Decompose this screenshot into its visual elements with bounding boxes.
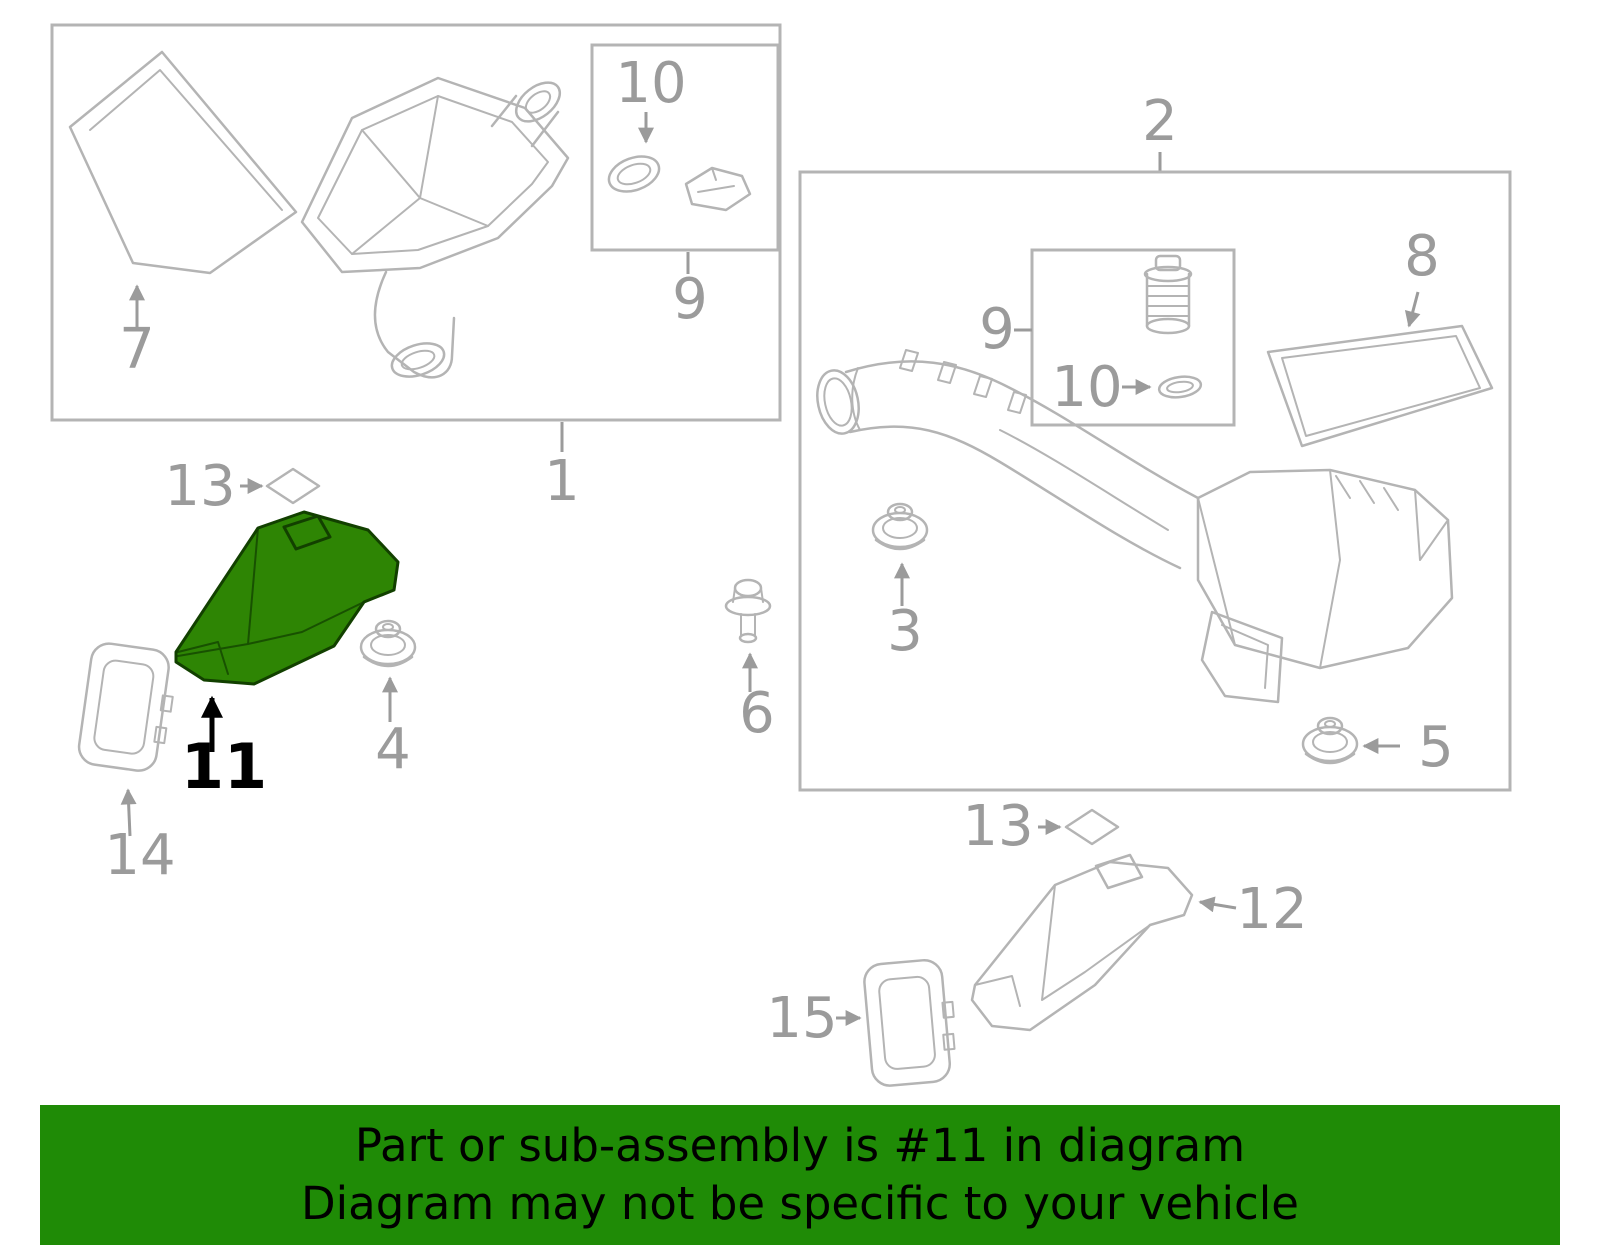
gasket-oval-drawing-b xyxy=(1157,375,1203,399)
callout-13-a: 13 xyxy=(164,454,235,519)
callout-7: 7 xyxy=(119,317,155,382)
air-cleaner-housing-drawing xyxy=(300,76,570,379)
callout-14: 14 xyxy=(104,823,175,888)
assembly-2-box xyxy=(798,170,1512,792)
panel-filter-drawing xyxy=(1266,324,1494,448)
resonator-box-drawing xyxy=(1196,468,1454,704)
subassembly-9-box-b: 10 xyxy=(1030,248,1236,427)
subassembly-9-frame-b xyxy=(1030,248,1236,427)
callout-3: 3 xyxy=(887,599,923,664)
callout-8: 8 xyxy=(1404,224,1440,289)
callout-14-arrow xyxy=(120,788,137,837)
grommet-3-drawing xyxy=(871,502,929,551)
part-11-tab xyxy=(282,514,332,551)
callout-8-arrow xyxy=(1404,291,1421,328)
air-filter-pentagon-drawing xyxy=(68,50,298,275)
highlighted-part-11-duct xyxy=(174,510,400,686)
subassembly-9-frame-a xyxy=(590,43,780,252)
duct-bracket-15-drawing xyxy=(861,956,961,1089)
grommet-4-drawing xyxy=(359,619,417,668)
callout-12: 12 xyxy=(1236,877,1307,942)
callout-1: 1 xyxy=(544,449,580,514)
clip-diamond-a-drawing xyxy=(265,467,321,505)
callout-10-a: 10 xyxy=(615,51,686,116)
oil-cap-drawing xyxy=(684,166,752,212)
clip-diamond-b-drawing xyxy=(1064,808,1120,846)
callout-2: 2 xyxy=(1142,89,1178,154)
callout-4: 4 xyxy=(375,717,411,782)
banner-line-1: Part or sub-assembly is #11 in diagram xyxy=(354,1119,1246,1173)
callout-5: 5 xyxy=(1418,715,1454,780)
callout-9-b: 9 xyxy=(979,297,1015,362)
callout-9-a: 9 xyxy=(672,267,708,332)
callout-15: 15 xyxy=(766,986,837,1051)
subassembly-9-box-a: 10 xyxy=(590,43,780,252)
notice-banner: Part or sub-assembly is #11 in diagram D… xyxy=(40,1105,1560,1245)
assembly-1: 10 9 7 1 xyxy=(50,23,782,514)
push-pin-6-drawing xyxy=(724,578,772,644)
air-duct-12-drawing xyxy=(970,853,1194,1032)
callout-13-b: 13 xyxy=(962,794,1033,859)
callout-6: 6 xyxy=(739,681,775,746)
banner-line-2: Diagram may not be specific to your vehi… xyxy=(301,1177,1299,1230)
intake-tube-drawing xyxy=(816,349,1200,570)
assembly-1-box xyxy=(50,23,782,422)
grommet-5-drawing xyxy=(1301,716,1359,765)
gasket-oval-drawing-a xyxy=(607,155,661,193)
callout-12-arrow xyxy=(1198,896,1237,913)
duct-bracket-14-drawing xyxy=(75,640,181,776)
callout-10-b: 10 xyxy=(1051,355,1122,420)
assembly-2: 2 10 9 8 xyxy=(798,89,1512,792)
callout-11: 11 xyxy=(181,730,267,803)
filter-cartridge-drawing xyxy=(1143,254,1193,335)
